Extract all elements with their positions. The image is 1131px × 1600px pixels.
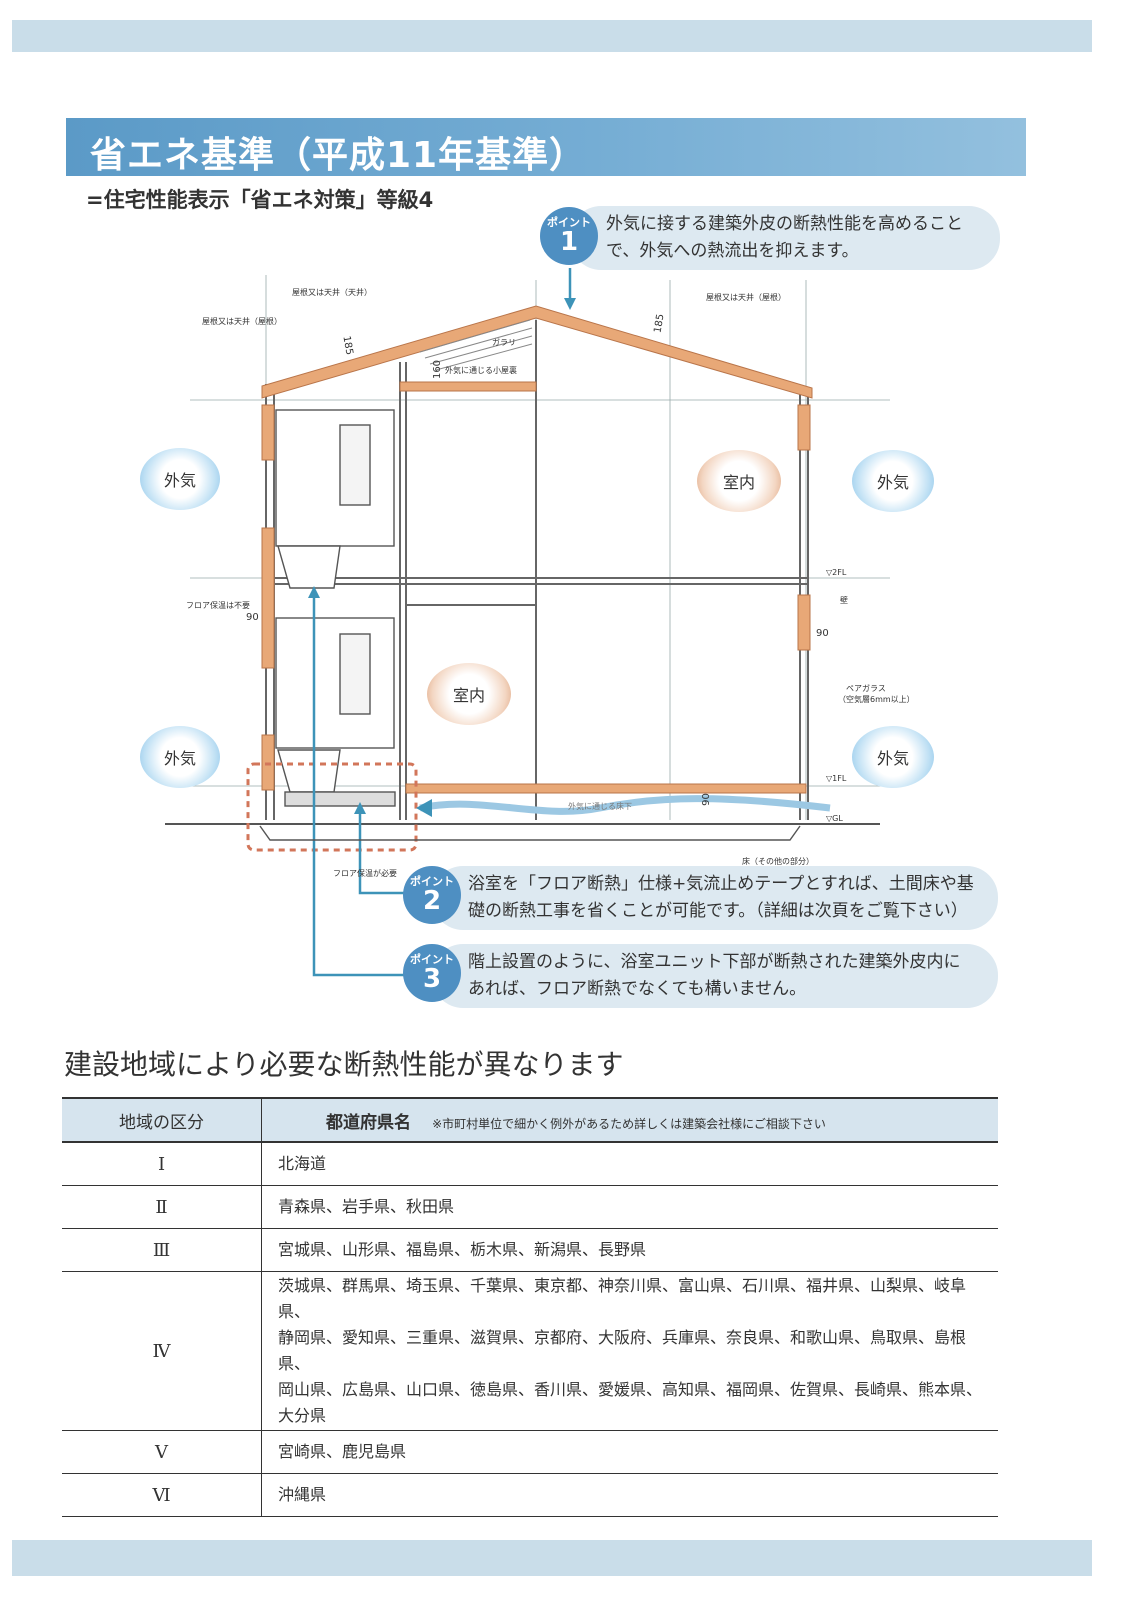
prefectures-line: 静岡県、愛知県、三重県、滋賀県、京都府、大阪府、兵庫県、奈良県、和歌山県、鳥取県… (278, 1328, 967, 1373)
label-roof-ceiling: 屋根又は天井（屋根） (202, 317, 282, 326)
bottom-band (12, 1540, 1092, 1576)
label-floor-other: 床（その他の部分） (742, 857, 814, 866)
point-1-line-2: で、外気への熱流出を抑えます。 (606, 241, 859, 261)
point-word: ポイント (547, 216, 591, 229)
region-cell: Ⅳ (62, 1271, 262, 1431)
label-gl: ▽GL (826, 814, 843, 823)
outside-air-bubble: 外気 (852, 726, 934, 788)
outside-air-label: 外気 (163, 471, 196, 490)
subtitle: =住宅性能表示「省エネ対策」等級4 (86, 188, 434, 212)
point-number: 1 (559, 227, 579, 257)
point-3-badge: ポイント 3 (403, 944, 461, 1002)
dim-floor-bottom: 90 (700, 793, 712, 806)
region-cell: Ⅱ (62, 1185, 262, 1229)
point-2-line-1: 浴室を「フロア断熱」仕様+気流止めテープとすれば、土間床や基 (468, 874, 974, 894)
prefectures-cell: 茨城県、群馬県、埼玉県、千葉県、東京都、神奈川県、富山県、石川県、福井県、山梨県… (261, 1271, 998, 1431)
indoor-bubble: 室内 (697, 450, 781, 512)
label-roof-ceiling: 屋根又は天井（天井） (292, 288, 372, 297)
table-row: Ⅳ 茨城県、群馬県、埼玉県、千葉県、東京都、神奈川県、富山県、石川県、福井県、山… (62, 1271, 998, 1431)
header-prefectures: 都道府県名 ※市町村単位で細かく例外があるため詳しくは建築会社様にご相談下さい (261, 1097, 998, 1143)
table-row: Ⅵ 沖縄県 (62, 1473, 998, 1517)
outside-air-bubble: 外気 (852, 450, 934, 512)
outside-air-label: 外気 (876, 749, 909, 768)
label-wall: 壁 (840, 596, 848, 605)
prefectures-cell: 宮崎県、鹿児島県 (261, 1430, 998, 1474)
house-section-drawing (165, 268, 890, 977)
indoor-label: 室内 (452, 686, 485, 705)
point-3-callout: 階上設置のように、浴室ユニット下部が断熱された建築外皮内に あれば、フロア断熱で… (432, 944, 998, 1008)
header-region: 地域の区分 (62, 1097, 262, 1143)
point-number: 2 (422, 886, 442, 916)
label-roof-ceiling: 屋根又は天井（屋根） (706, 293, 786, 302)
indoor-label: 室内 (722, 473, 755, 492)
title-bar: 省エネ基準（平成11年基準） (66, 118, 1026, 176)
label-gallery: ガラリ (492, 338, 516, 347)
prefectures-cell: 北海道 (261, 1142, 998, 1186)
page-title: 省エネ基準（平成11年基準） (90, 135, 587, 176)
label-attic: 外気に通じる小屋裏 (445, 366, 517, 375)
point-1-badge: ポイント 1 (540, 207, 598, 265)
region-cell: Ⅰ (62, 1142, 262, 1186)
header-prefectures-label: 都道府県名 (326, 1112, 411, 1133)
table-header-row: 地域の区分 都道府県名 ※市町村単位で細かく例外があるため詳しくは建築会社様にご… (62, 1097, 998, 1143)
region-cell: Ⅵ (62, 1473, 262, 1517)
prefectures-line: 茨城県、群馬県、埼玉県、千葉県、東京都、神奈川県、富山県、石川県、福井県、山梨県… (278, 1276, 967, 1321)
header-note: ※市町村単位で細かく例外があるため詳しくは建築会社様にご相談下さい (432, 1116, 826, 1131)
point-number: 3 (422, 964, 442, 994)
prefectures-cell: 青森県、岩手県、秋田県 (261, 1185, 998, 1229)
table-row: Ⅴ 宮崎県、鹿児島県 (62, 1430, 998, 1474)
prefectures-line: 岡山県、広島県、山口県、徳島県、香川県、愛媛県、高知県、福岡県、佐賀県、長崎県、… (278, 1380, 983, 1425)
point-2-callout: 浴室を「フロア断熱」仕様+気流止めテープとすれば、土間床や基 礎の断熱工事を省く… (432, 866, 998, 930)
point-2-line-2: 礎の断熱工事を省くことが可能です。（詳細は次頁をご覧下さい） (468, 901, 968, 921)
dim-ceiling: 160 (432, 359, 444, 380)
label-pair-glass: ペアガラス (846, 684, 886, 693)
house-section-diagram: 外気 外気 外気 外気 室内 室内 屋根又は天井（天井） 屋根又は天井（屋根） … (140, 206, 1000, 1008)
dim-floor-left: 90 (246, 612, 259, 623)
label-underfloor: 外気に通じる床下 (568, 802, 632, 811)
outside-air-label: 外気 (163, 749, 196, 768)
table-row: Ⅱ 青森県、岩手県、秋田県 (62, 1185, 998, 1229)
top-band (12, 20, 1092, 52)
outside-air-bubble: 外気 (140, 448, 220, 510)
outside-air-bubble: 外気 (140, 726, 220, 788)
section-heading: 建設地域により必要な断熱性能が異なります (64, 1048, 624, 1081)
dim-wall-right: 90 (816, 628, 829, 639)
label-2fl: ▽2FL (826, 568, 847, 577)
prefectures-cell: 宮城県、山形県、福島県、栃木県、新潟県、長野県 (261, 1228, 998, 1272)
label-floor-insulation-needed: フロア保温が必要 (333, 869, 397, 878)
region-table: 地域の区分 都道府県名 ※市町村単位で細かく例外があるため詳しくは建築会社様にご… (62, 1097, 998, 1517)
point-2-badge: ポイント 2 (403, 866, 461, 924)
point-1-callout: 外気に接する建築外皮の断熱性能を高めること で、外気への熱流出を抑えます。 (570, 206, 1000, 270)
table-row: Ⅲ 宮城県、山形県、福島県、栃木県、新潟県、長野県 (62, 1228, 998, 1272)
point-word: ポイント (410, 953, 454, 966)
label-floor-insulation-not-needed: フロア保温は不要 (186, 601, 250, 610)
label-pair-glass-note: （空気層6mm以上） (838, 695, 915, 704)
prefectures-cell: 沖縄県 (261, 1473, 998, 1517)
indoor-bubble: 室内 (427, 663, 511, 725)
region-cell: Ⅴ (62, 1430, 262, 1474)
label-1fl: ▽1FL (826, 774, 847, 783)
point-word: ポイント (410, 875, 454, 888)
point-1-line-1: 外気に接する建築外皮の断熱性能を高めること (606, 214, 963, 234)
point-3-line-2: あれば、フロア断熱でなくても構いません。 (468, 979, 807, 999)
outside-air-label: 外気 (876, 473, 909, 492)
point-3-line-1: 階上設置のように、浴室ユニット下部が断熱された建築外皮内に (468, 952, 961, 972)
region-cell: Ⅲ (62, 1228, 262, 1272)
table-row: Ⅰ 北海道 (62, 1142, 998, 1186)
